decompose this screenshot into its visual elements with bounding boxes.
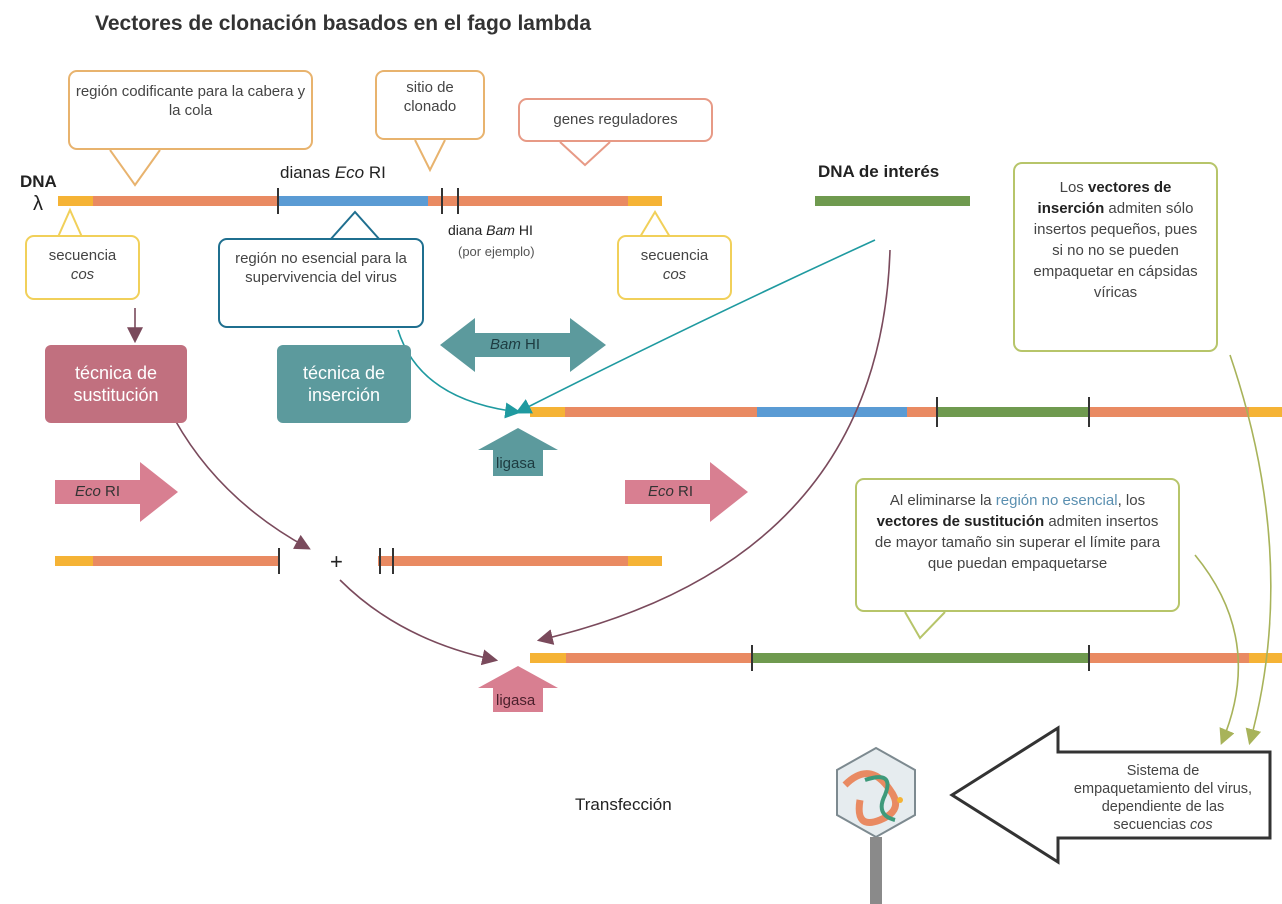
- callout-regulatory-text: genes reguladores: [553, 111, 678, 128]
- bam-arrow-italic: Bam: [490, 336, 521, 353]
- bam-arrow-ri: HI: [520, 336, 541, 353]
- eco-right-italic: Eco: [648, 483, 674, 500]
- eco-ri-arrow-left: [55, 462, 178, 522]
- dna-label: DNA: [20, 172, 57, 191]
- bam-hi-arrow-label: Bam HI: [490, 336, 540, 353]
- callout-substitution-note: Al eliminarse la región no esencial, los…: [855, 478, 1180, 612]
- sub-note-p3: admiten insertos de mayor tamaño sin sup…: [874, 513, 1161, 572]
- eco-targets-italic: Eco: [334, 163, 365, 182]
- callout-non-essential-text: región no esencial para la supervivencia…: [235, 250, 407, 286]
- packaging-text: Sistema de empaquetamiento del virus, de…: [1068, 762, 1258, 833]
- lambda-label: λ: [33, 193, 43, 215]
- diagram-title: Vectores de clonación basados en el fago…: [95, 12, 591, 35]
- packaging-arrow: [949, 725, 1272, 865]
- callout-insertion-note: Los vectores de inserción admiten sólo i…: [1013, 162, 1218, 352]
- callout-cos-left: secuencia cos: [25, 235, 140, 300]
- dna-interest-label: DNA de interés: [818, 162, 940, 181]
- ligase-label-substitution: ligasa: [496, 692, 536, 709]
- bam-target-italic: Bam: [486, 222, 515, 238]
- transfection-label: Transfección: [575, 795, 672, 814]
- callout-cloning-site-text: sitio de clonado: [403, 79, 457, 115]
- insertion-technique-box: técnica de inserción: [277, 345, 411, 423]
- callout-regulatory: genes reguladores: [518, 98, 713, 142]
- substitution-technique-box: técnica de sustitución: [45, 345, 187, 423]
- bam-hi-double-arrow: [440, 318, 606, 372]
- cos-left-line1: secuencia: [48, 247, 117, 264]
- substitution-recombinant-strand: [530, 645, 1282, 671]
- eco-ri-targets-label: dianas Eco RI: [280, 163, 386, 183]
- eco-left-italic: Eco: [75, 483, 101, 500]
- phage-icon: [836, 746, 916, 904]
- packaging-text-cos: cos: [1190, 817, 1213, 833]
- eco-right-ri: RI: [673, 483, 694, 500]
- callout-non-essential: región no esencial para la supervivencia…: [218, 238, 424, 328]
- callout-head-tail-text: región codificante para la cabera y la c…: [75, 83, 306, 119]
- cos-left-line2: cos: [70, 266, 95, 283]
- bam-hi-target-label: diana Bam HI: [448, 222, 533, 238]
- eco-left-ri: RI: [100, 483, 121, 500]
- callout-head-tail: región codificante para la cabera y la c…: [68, 70, 313, 150]
- cut-fragments: +: [55, 548, 662, 574]
- sub-note-keyword: vectores de sustitución: [876, 513, 1045, 530]
- ligase-arrow-substitution: [478, 666, 558, 712]
- eco-targets-pre: dianas: [280, 163, 335, 182]
- bam-target-post: HI: [514, 222, 533, 238]
- cos-right-line2: cos: [662, 266, 687, 283]
- svg-text:+: +: [330, 549, 343, 574]
- ligase-arrow-insertion: [478, 428, 558, 476]
- insertion-note-pre: Los: [1059, 179, 1088, 196]
- packaging-text-pre: Sistema de empaquetamiento del virus, de…: [1073, 763, 1253, 833]
- bam-target-pre: diana: [448, 222, 487, 238]
- insertion-recombinant-strand: [530, 397, 1282, 427]
- ligase-label-insertion: ligasa: [496, 455, 536, 472]
- sub-note-p1: Al eliminarse la: [889, 492, 996, 509]
- insertion-note-keyword: vectores de inserción: [1037, 179, 1172, 217]
- cos-right-line1: secuencia: [640, 247, 709, 264]
- sub-note-highlight: región no esencial: [995, 492, 1118, 509]
- eco-ri-arrow-label-right: Eco RI: [648, 483, 693, 500]
- eco-targets-post: RI: [364, 163, 386, 182]
- dna-of-interest-strand: [815, 196, 970, 206]
- eco-ri-arrow-right: [625, 462, 748, 522]
- callout-tails: [57, 139, 946, 640]
- bam-example-label: (por ejemplo): [458, 244, 535, 259]
- flow-arrows: [127, 239, 1272, 746]
- lambda-dna-strand: [58, 188, 662, 214]
- insertion-note-post: admiten sólo insertos pequeños, pues si …: [1033, 200, 1198, 301]
- callout-cos-right: secuencia cos: [617, 235, 732, 300]
- callout-cloning-site: sitio de clonado: [375, 70, 485, 140]
- sub-note-p2: , los: [1117, 492, 1146, 509]
- eco-ri-arrow-label-left: Eco RI: [75, 483, 120, 500]
